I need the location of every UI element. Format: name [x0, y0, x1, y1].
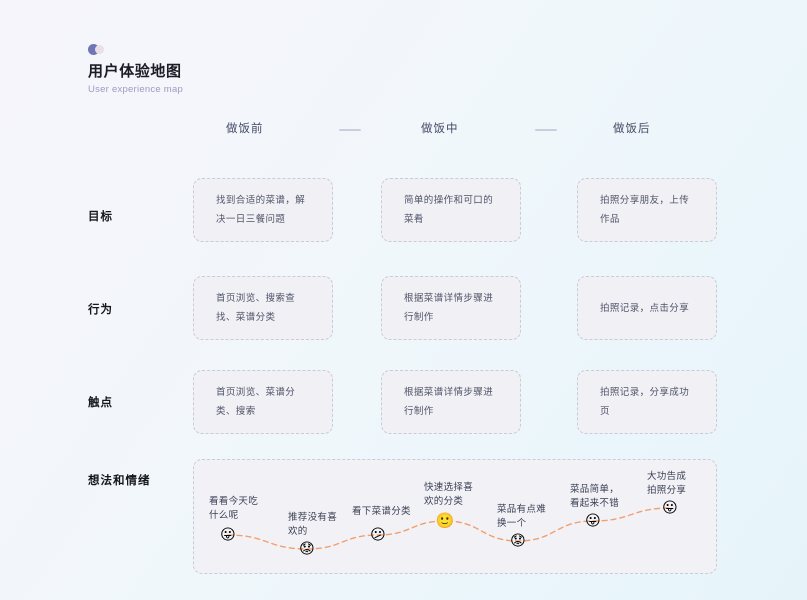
emotion-face-icon-6: 😛	[585, 512, 601, 530]
card-behavior-after[interactable]: 拍照记录，点击分享	[577, 276, 717, 340]
row-label-behavior: 行为	[88, 304, 113, 316]
row-label-goals: 目标	[88, 211, 113, 223]
card-text: 首页浏览、菜谱分类、搜索	[216, 387, 296, 417]
card-touchpoint-during[interactable]: 根据菜谱详情步骤进行制作	[381, 370, 521, 434]
emotion-face-icon-7: 😛	[662, 499, 678, 517]
emotion-face-icon-3: 😕	[370, 526, 386, 544]
card-behavior-before[interactable]: 首页浏览、搜索查找、菜谱分类	[193, 276, 333, 340]
card-text: 找到合适的菜谱，解决一日三餐问题	[216, 195, 306, 225]
page-title: 用户体验地图	[88, 63, 182, 80]
emotion-label-6: 菜品简单， 看起来不错	[570, 484, 620, 509]
phase-label-during: 做饭中	[421, 123, 459, 135]
emotion-label-1: 看看今天吃 什么呢	[209, 496, 259, 521]
phase-header-row: 做饭前 做饭中 做饭后	[193, 120, 719, 142]
emotion-face-icon-2: 😟	[299, 540, 315, 558]
card-text: 根据菜谱详情步骤进行制作	[404, 387, 494, 417]
card-text: 简单的操作和可口的菜肴	[404, 195, 494, 225]
row-label-touchpoints: 触点	[88, 397, 113, 409]
phase-separator-1-icon	[339, 129, 361, 131]
card-goals-before[interactable]: 找到合适的菜谱，解决一日三餐问题	[193, 178, 333, 242]
card-goals-during[interactable]: 简单的操作和可口的菜肴	[381, 178, 521, 242]
dot-secondary-icon	[95, 45, 104, 54]
card-text: 首页浏览、搜索查找、菜谱分类	[216, 293, 296, 323]
phase-separator-2-icon	[535, 129, 557, 131]
card-goals-after[interactable]: 拍照分享朋友，上传作品	[577, 178, 717, 242]
card-text: 根据菜谱详情步骤进行制作	[404, 293, 494, 323]
card-text: 拍照分享朋友，上传作品	[600, 195, 690, 225]
emotion-label-5: 菜品有点难 换一个	[497, 504, 547, 529]
card-touchpoint-before[interactable]: 首页浏览、菜谱分类、搜索	[193, 370, 333, 434]
card-behavior-during[interactable]: 根据菜谱详情步骤进行制作	[381, 276, 521, 340]
title-block: 用户体验地图 User experience map	[88, 44, 328, 95]
page-subtitle: User experience map	[88, 84, 184, 95]
emotion-label-7: 大功告成 拍照分享	[647, 471, 687, 496]
emotion-label-2: 推荐没有喜 欢的	[288, 512, 338, 537]
emotion-label-4: 快速选择喜 欢的分类	[424, 482, 474, 507]
emotion-label-3: 看下菜谱分类	[352, 506, 411, 517]
emotion-face-icon-1: 😛	[220, 526, 236, 544]
dot-primary-icon	[88, 44, 99, 55]
phase-label-after: 做饭后	[613, 123, 651, 135]
phase-label-before: 做饭前	[226, 123, 264, 135]
brand-dot-icon	[88, 44, 118, 55]
emotion-face-icon-4: 🙂	[435, 512, 455, 530]
card-touchpoint-after[interactable]: 拍照记录，分享成功页	[577, 370, 717, 434]
row-label-thoughts-emotions: 想法和情绪	[88, 475, 151, 487]
emotion-curve-panel	[193, 459, 717, 574]
card-text: 拍照记录，点击分享	[600, 302, 690, 314]
emotion-face-icon-5: 😟	[510, 532, 526, 550]
card-text: 拍照记录，分享成功页	[600, 387, 690, 417]
